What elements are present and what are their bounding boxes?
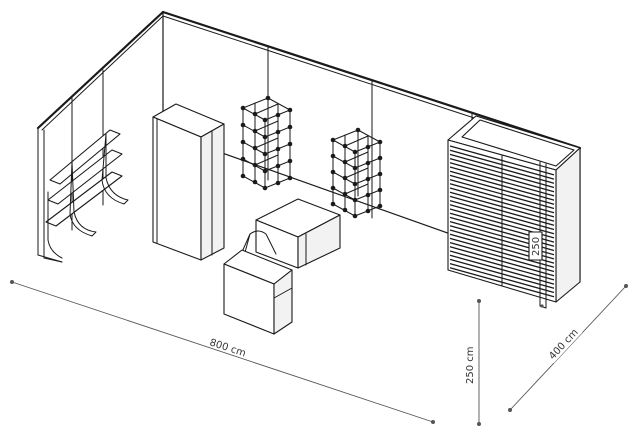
- left-wall: [36, 10, 165, 263]
- cube-shelf-left: [240, 95, 293, 191]
- storage-cabin: 250: [447, 115, 581, 309]
- height-label: 250 cm: [465, 346, 476, 384]
- display-column: [152, 103, 225, 261]
- door-label-plate: [528, 231, 543, 261]
- reception-counter: [223, 230, 293, 335]
- door-height-label: 250: [531, 237, 542, 256]
- width-dimension: 800 cm: [10, 280, 435, 424]
- cube-shelf-right: [330, 127, 383, 219]
- depth-dimension: 400 cm: [508, 284, 628, 412]
- wall-shelf-unit: [45, 129, 129, 259]
- height-dimension: 250 cm: [462, 299, 481, 426]
- rear-counter: [255, 198, 341, 269]
